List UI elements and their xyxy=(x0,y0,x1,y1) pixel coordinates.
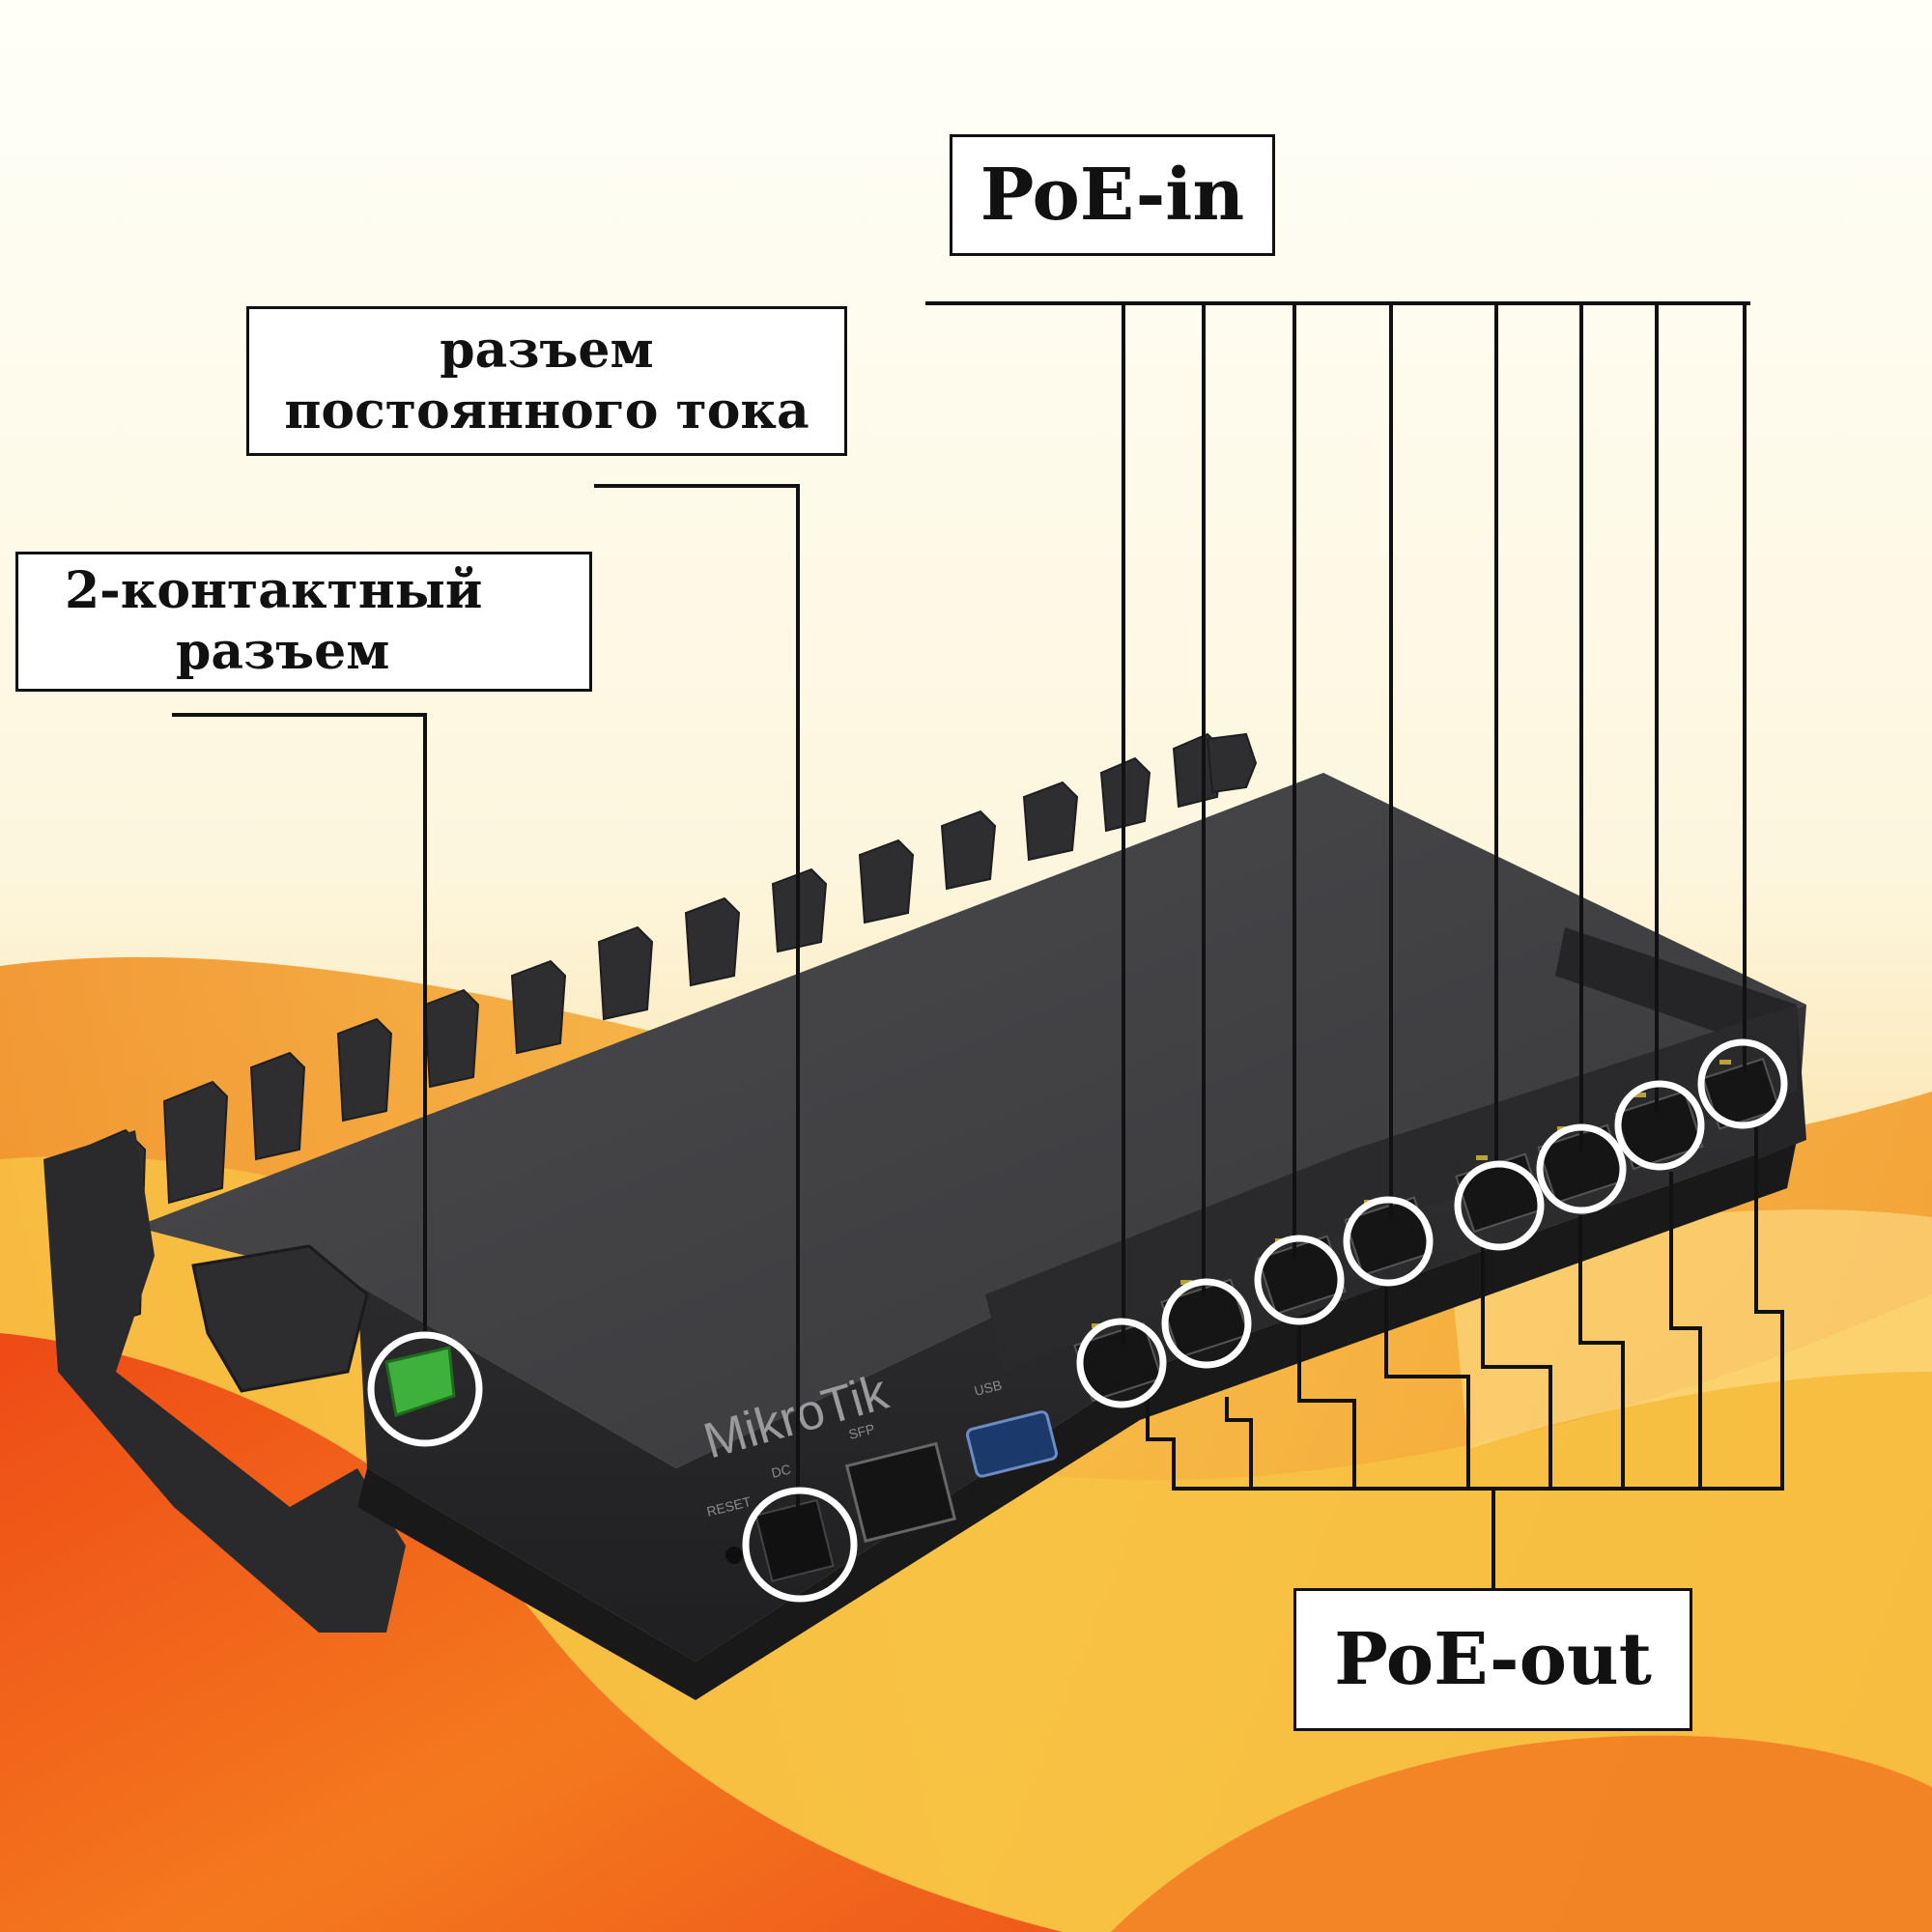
poe-in-text: PoE-in xyxy=(980,159,1244,231)
reset-button xyxy=(725,1547,743,1564)
dc-connector-line-1: разъем xyxy=(440,321,653,381)
two-pin-connector-label: 2-контактный разъем xyxy=(15,552,592,692)
dc-connector-label: разъем постоянного тока xyxy=(246,306,847,456)
poe-out-text: PoE-out xyxy=(1334,1624,1652,1695)
two-pin-line-1: 2-контактный xyxy=(18,561,483,621)
dc-connector-line-2: постоянного тока xyxy=(284,382,809,441)
poe-out-label: PoE-out xyxy=(1293,1588,1692,1731)
poe-in-label: PoE-in xyxy=(950,134,1275,256)
two-pin-line-2: разъем xyxy=(18,622,389,682)
